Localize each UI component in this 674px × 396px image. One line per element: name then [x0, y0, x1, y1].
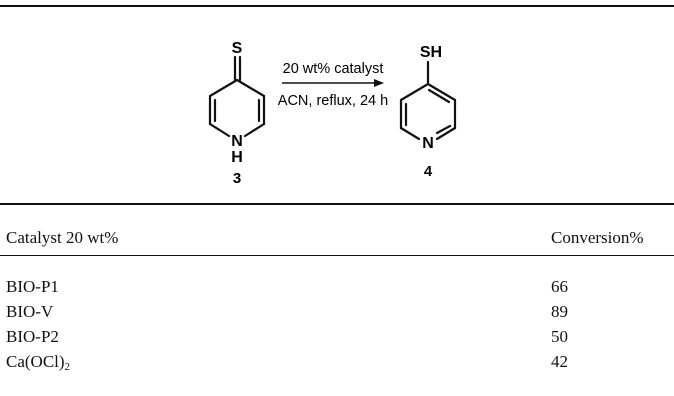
- reactant-sulfur-atom: S: [232, 40, 243, 57]
- row-2-catalyst: BIO-V: [6, 302, 54, 321]
- row-1-conversion: 66: [551, 277, 568, 296]
- reaction-scheme: S N H 3 20 wt% catalyst ACN, reflux, 24 …: [208, 40, 457, 187]
- row-2-conversion: 89: [551, 302, 568, 321]
- product-compound-label: 4: [424, 163, 433, 180]
- reaction-conditions-above: 20 wt% catalyst: [283, 61, 384, 77]
- row-3-catalyst: BIO-P2: [6, 327, 59, 346]
- reactant-compound-label: 3: [233, 170, 241, 187]
- header-catalyst: Catalyst 20 wt%: [6, 228, 119, 247]
- product-nitrogen-atom: N: [422, 135, 434, 152]
- row-4-catalyst: Ca(OCl)2: [6, 352, 71, 373]
- table-top-rule: [0, 5, 674, 7]
- header-conversion: Conversion%: [551, 228, 644, 247]
- reaction-arrow: [282, 79, 384, 87]
- reactant-hydrogen-atom: H: [231, 149, 243, 166]
- reaction-conditions-below: ACN, reflux, 24 h: [278, 93, 388, 109]
- product-thiol-group: SH: [420, 44, 442, 61]
- reactant-nitrogen-atom: N: [231, 133, 243, 150]
- row-4-conversion: 42: [551, 352, 568, 371]
- row-4-catalyst-formula: Ca(OCl): [6, 352, 65, 371]
- row-3-conversion: 50: [551, 327, 568, 346]
- table-header-bottom-rule: [0, 255, 674, 256]
- reactant-structure: [208, 55, 266, 138]
- row-4-catalyst-subscript: 2: [64, 361, 71, 373]
- product-structure: [399, 60, 457, 141]
- table-header-top-rule: [0, 203, 674, 205]
- row-1-catalyst: BIO-P1: [6, 277, 59, 296]
